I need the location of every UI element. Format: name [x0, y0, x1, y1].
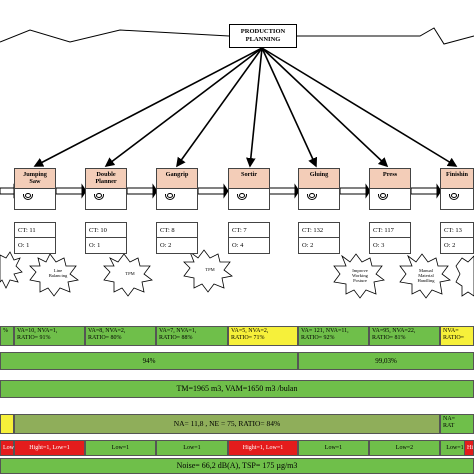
na-band-edge: [0, 414, 14, 434]
risk-cell: Low=1: [85, 440, 156, 456]
risk-cell: Hight=1, Low=1: [14, 440, 85, 456]
operator-count: O: 2: [160, 242, 172, 249]
process-box-sortir: Sortir: [228, 168, 270, 210]
data-box: CT: 132 O: 2: [298, 222, 340, 254]
kaizen-burst: [399, 253, 451, 299]
operator-head-icon: [309, 193, 315, 198]
kaizen-label: TPM: [205, 267, 215, 272]
process-name: Jumping: [23, 171, 47, 178]
planning-label-line1: PRODUCTION: [240, 28, 286, 35]
cycle-time: CT: 7: [229, 223, 269, 238]
risk-cell: Low=1: [156, 440, 228, 456]
risk-cell: Hi: [464, 440, 474, 456]
process-box-gluing: Gluing: [298, 168, 340, 210]
process-name: Saw: [29, 178, 41, 185]
process-box-gangrip: Gangrip: [156, 168, 198, 210]
va-cell: VA=10, NVA=1,RATIO= 91%: [14, 326, 85, 346]
data-box: CT: 10 O: 1: [85, 222, 127, 254]
operator-icon: [237, 194, 247, 200]
va-cell: NVA=RATIO=: [440, 326, 474, 346]
va-cell: VA=8, NVA=2,RATIO= 80%: [85, 326, 156, 346]
cycle-time: CT: 117: [370, 223, 410, 238]
cycle-time: CT: 132: [299, 223, 339, 238]
process-name: Planner: [95, 178, 117, 185]
kaizen-burst: [183, 249, 233, 293]
risk-cell: Low=2: [369, 440, 440, 456]
va-cell: VA= 121, NVA=11,RATIO= 92%: [298, 326, 369, 346]
kaizen-burst: [0, 251, 23, 289]
tm-band: TM=1965 m3, VAM=1650 m3 /bulan: [0, 380, 474, 398]
data-box: CT: 11 O: 1: [14, 222, 56, 254]
kaizen-label: TPM: [125, 271, 135, 276]
noise-band: Noise= 66,2 dB(A), TSP= 175 µg/m3: [0, 458, 474, 474]
cycle-time: CT: 10: [86, 223, 126, 238]
va-cell: VA=7, NVA=1,RATIO= 88%: [156, 326, 228, 346]
na-band: NA= 11,8 , NE = 75, RATIO= 84%: [14, 414, 440, 434]
operator-count: O: 2: [302, 242, 314, 249]
data-box: CT: 117 O: 3: [369, 222, 411, 254]
process-name: Finishin: [445, 171, 469, 178]
operator-count: O: 2: [444, 242, 456, 249]
process-name: Gangrip: [165, 171, 189, 178]
cycle-time: CT: 8: [157, 223, 197, 238]
operator-head-icon: [96, 193, 102, 198]
kaizen-burst: [103, 253, 153, 297]
na-band-right: NA=RAT: [440, 414, 474, 434]
production-planning-box: PRODUCTION PLANNING: [229, 24, 297, 48]
data-box: CT: 7 O: 4: [228, 222, 270, 254]
operator-icon: [449, 194, 459, 200]
operator-icon: [94, 194, 104, 200]
process-name: Sortir: [240, 171, 258, 178]
ratio-band-left: 94%: [0, 352, 298, 370]
kaizen-burst: [333, 253, 385, 299]
va-cell: %: [0, 326, 14, 346]
operator-icon: [378, 194, 388, 200]
operator-head-icon: [380, 193, 386, 198]
risk-cell: Low=1: [298, 440, 369, 456]
cycle-time: CT: 13: [441, 223, 473, 238]
operator-count: O: 4: [232, 242, 244, 249]
operator-head-icon: [25, 193, 31, 198]
process-name: Double: [96, 171, 116, 178]
kaizen-burst: [29, 253, 79, 297]
cycle-time: CT: 11: [15, 223, 55, 238]
operator-count: O: 1: [89, 242, 101, 249]
va-cell: VA=5, NVA=2,RATIO= 71%: [228, 326, 298, 346]
operator-icon: [23, 194, 33, 200]
process-name: Gluing: [309, 171, 329, 178]
risk-cell: Hight=1, Low=1: [228, 440, 298, 456]
operator-icon: [307, 194, 317, 200]
process-box-press: Press: [369, 168, 411, 210]
planning-label-line2: PLANNING: [245, 36, 281, 43]
data-box: CT: 13 O: 2: [440, 222, 474, 254]
data-box: CT: 8 O: 2: [156, 222, 198, 254]
ratio-band-right: 99,03%: [298, 352, 474, 370]
process-name: Press: [382, 171, 398, 178]
operator-head-icon: [451, 193, 457, 198]
kaizen-burst: [455, 255, 474, 297]
process-box-finishing: Finishin: [440, 168, 474, 210]
operator-count: O: 1: [18, 242, 30, 249]
operator-count: O: 3: [373, 242, 385, 249]
operator-head-icon: [239, 193, 245, 198]
risk-cell: Low=1: [0, 440, 20, 456]
operator-head-icon: [167, 193, 173, 198]
va-cell: VA=95, NVA=22,RATIO= 81%: [369, 326, 440, 346]
operator-icon: [165, 194, 175, 200]
